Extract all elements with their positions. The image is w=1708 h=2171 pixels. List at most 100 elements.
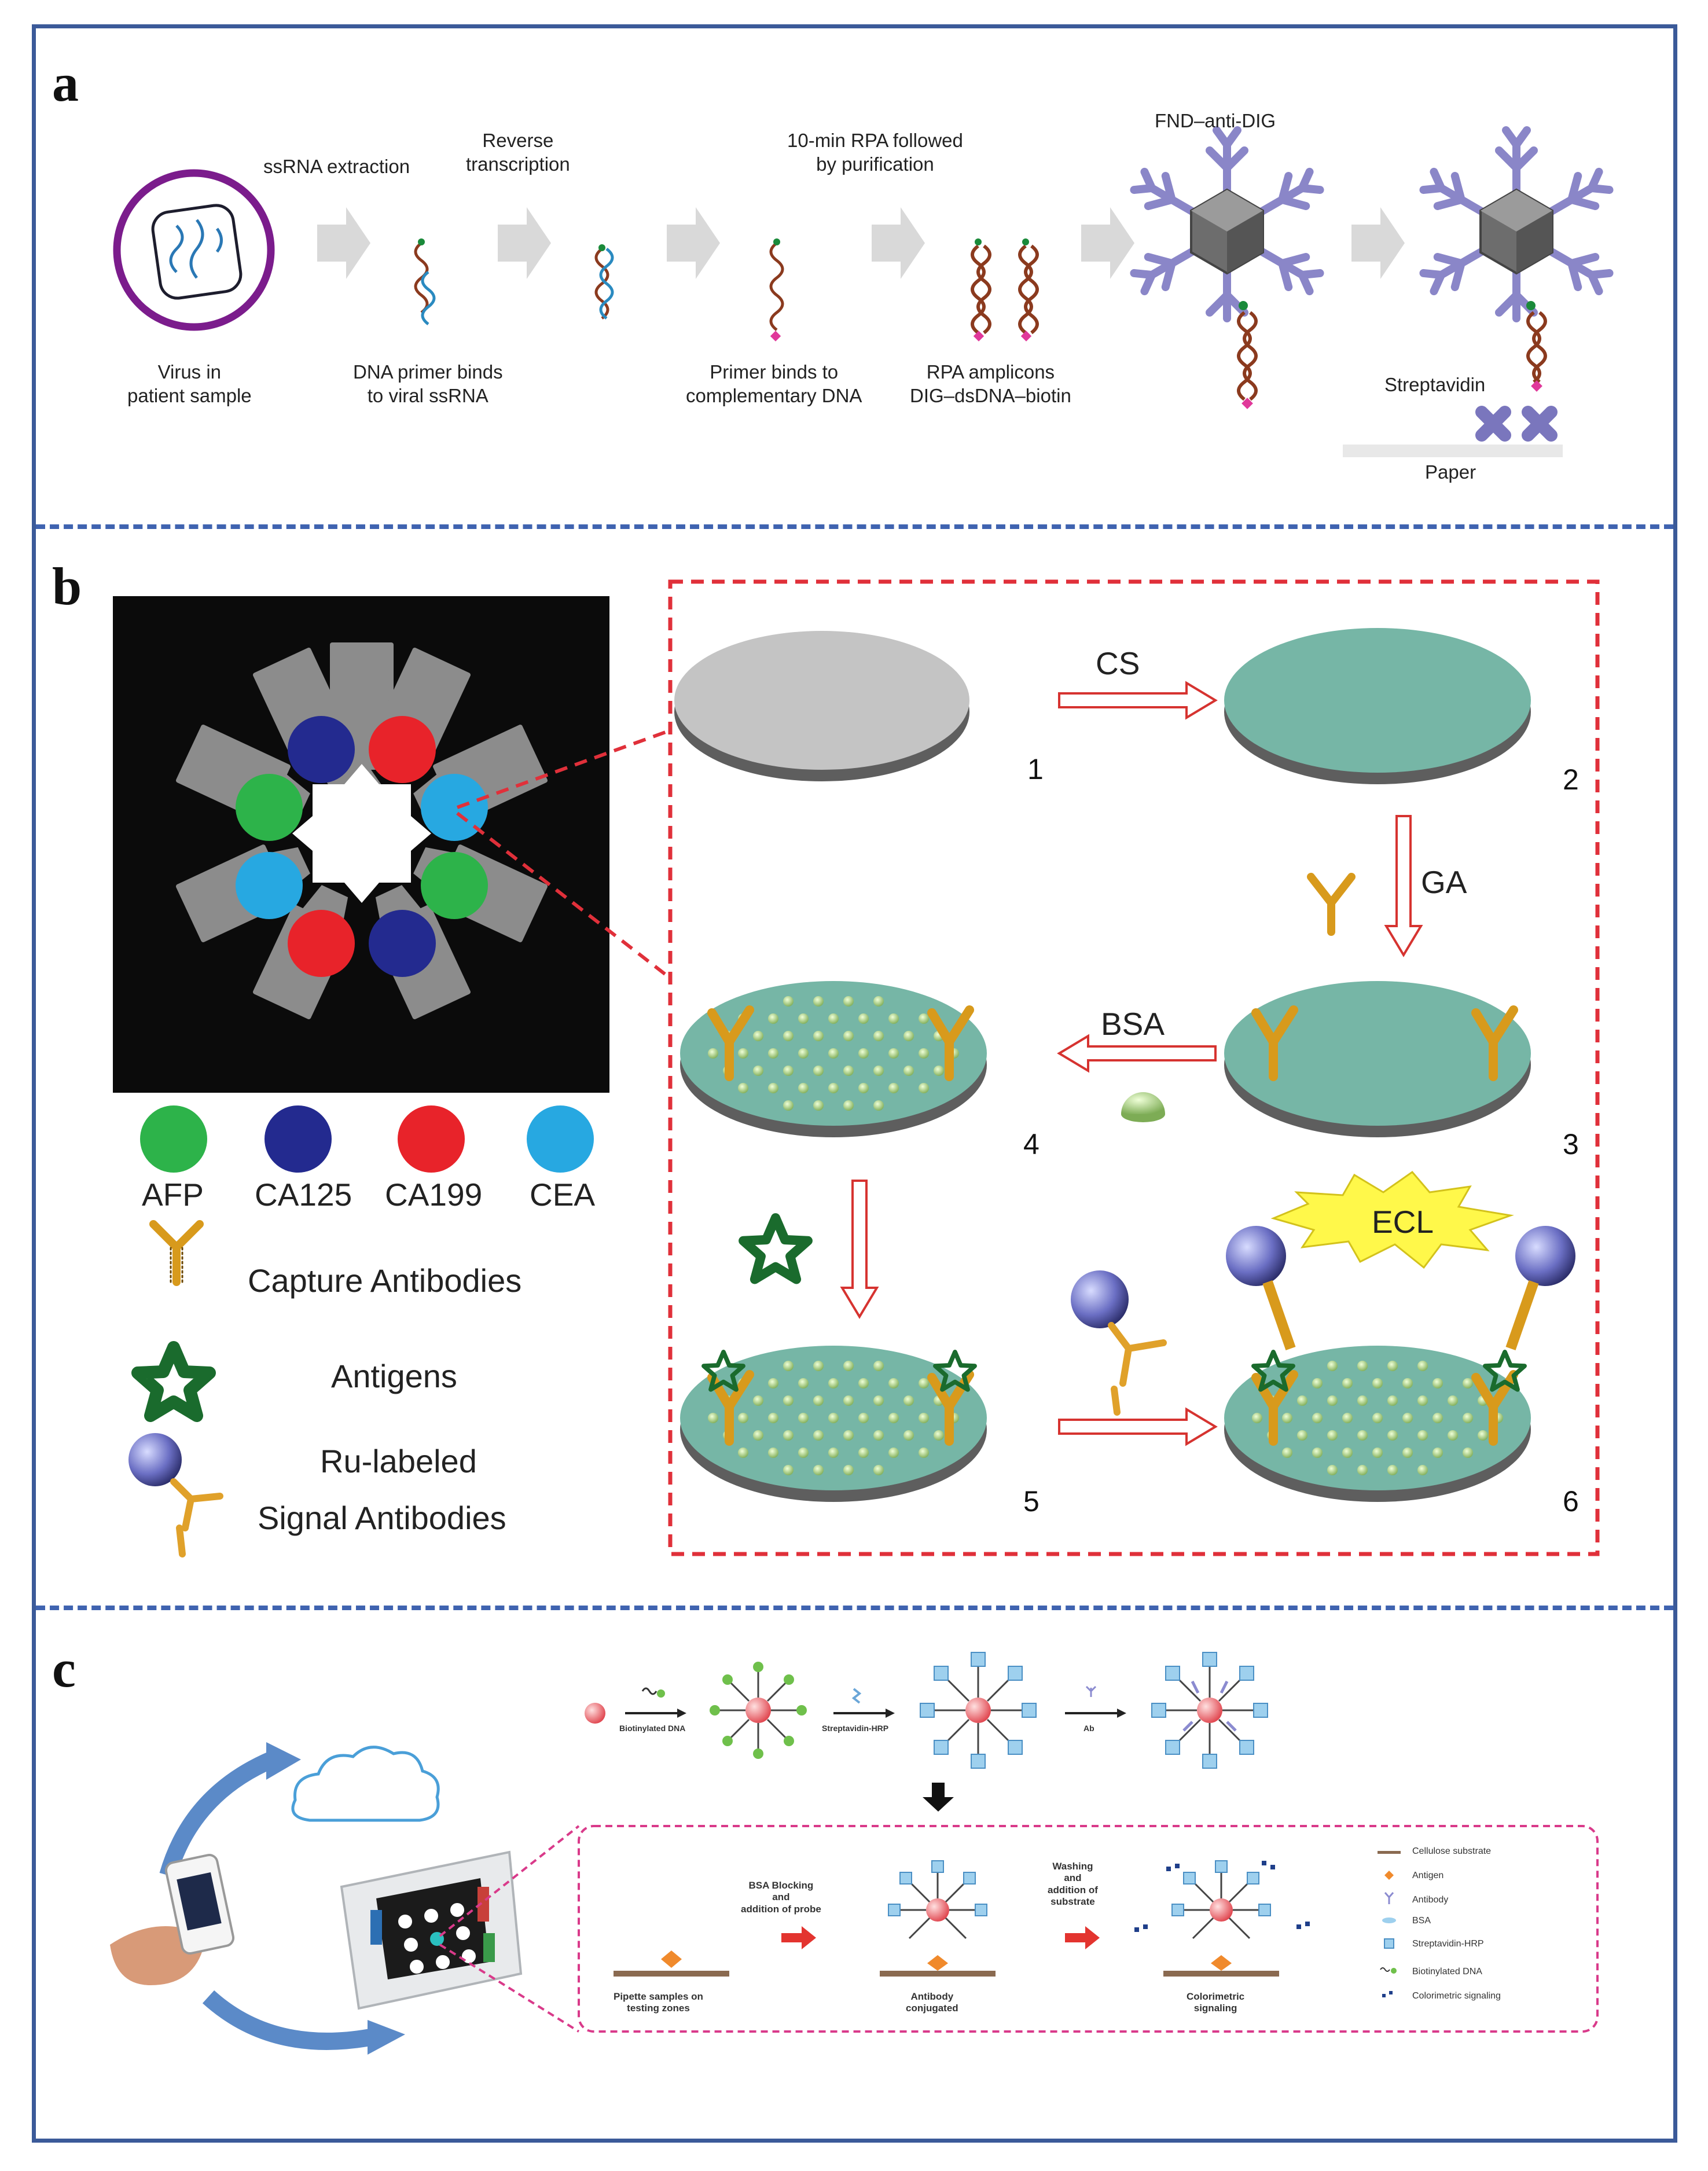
bsa-bead [919,1048,929,1059]
bsa-bead [1282,1413,1292,1423]
bsa-bead [798,1378,809,1388]
dna-primer-complementary [769,238,784,341]
figure-frame [32,24,1677,2143]
bsa-bead [813,1430,824,1441]
arrow-antigen [840,1180,879,1319]
legend-bsa: BSA [1412,1916,1431,1926]
bsa-bead [919,1413,929,1423]
bsa-bead [1463,1378,1473,1388]
bsa-bead [768,1413,778,1423]
spot-afp [236,774,303,841]
nanoprobe-synthesis [585,1652,1268,1812]
disk-number-1: 1 [1027,753,1044,785]
disk-number-2: 2 [1563,763,1579,796]
bsa-bead [888,1413,899,1423]
step-ga-label: GA [1421,864,1467,900]
capture-antibody-icon [149,1220,204,1286]
bsa-bead [1448,1430,1458,1441]
bsa-bead [858,1048,869,1059]
bsa-bead [919,1083,929,1093]
bsa-bead [1357,1361,1368,1371]
bsa-bead [798,1083,809,1093]
bsa-bead [903,1031,914,1041]
bsa-bead [1342,1413,1353,1423]
nanoparticle [585,1703,605,1724]
bsa-bead [783,1361,794,1371]
bsa-bead [858,1413,869,1423]
bsa-bead [828,1413,839,1423]
bsa-bead [858,1448,869,1458]
legend-cea-dot [527,1105,594,1173]
bsa-bead [783,1430,794,1441]
spot-ca199 [369,716,436,783]
bsa-bead [888,1013,899,1024]
spot-ca125 [288,716,355,783]
bsa-bead [873,1361,884,1371]
bsa-bead [843,1100,854,1111]
dna-primer-viral [414,238,436,325]
bsa-bead [1372,1378,1383,1388]
bsa-bead [798,1413,809,1423]
legend-ru-labeled: Ru-labeled [320,1443,477,1479]
legend-biotinylated-dna: Biotinylated DNA [1412,1967,1482,1977]
bsa-bead [828,1048,839,1059]
legend-streptavidin-hrp: Streptavidin-HRP [1412,1939,1484,1949]
spot-ca199 [288,910,355,977]
bsa-bead [843,1066,854,1076]
bsa-bead [708,1413,718,1423]
bsa-bead [843,1361,854,1371]
bsa-bead [919,1013,929,1024]
bsa-bead [1297,1395,1307,1406]
bsa-bead [1387,1361,1398,1371]
bsa-bead [1387,1430,1398,1441]
bsa-bead [768,1448,778,1458]
dna-cdna-duplex [594,244,614,319]
bsa-bead [798,1048,809,1059]
bsa-bead [1372,1413,1383,1423]
antigen-icon [131,1341,216,1422]
bsa-bead [888,1378,899,1388]
down-arrow [923,1783,954,1812]
process-arrows [317,207,1405,279]
paper-strip [1343,445,1563,457]
bsa-bead [1327,1430,1338,1441]
bsa-bead [1432,1448,1443,1458]
bsa-bead [858,1378,869,1388]
disk-number-4: 4 [1023,1128,1040,1160]
bsa-bead [768,1048,778,1059]
label-paper: Paper [1425,461,1476,483]
disk-2 [1224,628,1531,784]
bsa-bead [873,1100,884,1111]
spot-cea [421,774,488,841]
bsa-bead [813,996,824,1006]
bsa-bead [768,1013,778,1024]
bsa-bead [888,1083,899,1093]
spot-ca125 [369,910,436,977]
bsa-bead [1402,1448,1413,1458]
bsa-bead [798,1448,809,1458]
bsa-bead [1432,1378,1443,1388]
cycle-arrow-up [159,1751,276,1878]
panel-divider-ab [36,524,1673,529]
bsa-bead [1402,1378,1413,1388]
legend-ca199-dot [398,1105,465,1173]
paper-device [340,1850,523,2010]
label-washing: Washing and addition of substrate [1048,1861,1098,1908]
bsa-bead [1417,1465,1428,1475]
bsa-bead [753,1066,763,1076]
arrow-bsa [1057,1034,1217,1073]
bsa-bead [1478,1430,1488,1441]
disk-number-5: 5 [1023,1485,1040,1518]
bsa-bead [828,1013,839,1024]
bsa-bead [843,1031,854,1041]
bsa-bead [813,1031,824,1041]
bsa-bead [873,1066,884,1076]
arrow-signal [1058,1407,1218,1446]
fnd-anti-dig-2 [1419,126,1614,322]
bsa-bead [813,1361,824,1371]
label-ab: Ab [1083,1724,1094,1733]
label-pipette: Pipette samples on testing zones [614,1991,703,2014]
bsa-bead [919,1378,929,1388]
legend-ca199: CA199 [385,1177,483,1213]
bsa-bead [783,1031,794,1041]
